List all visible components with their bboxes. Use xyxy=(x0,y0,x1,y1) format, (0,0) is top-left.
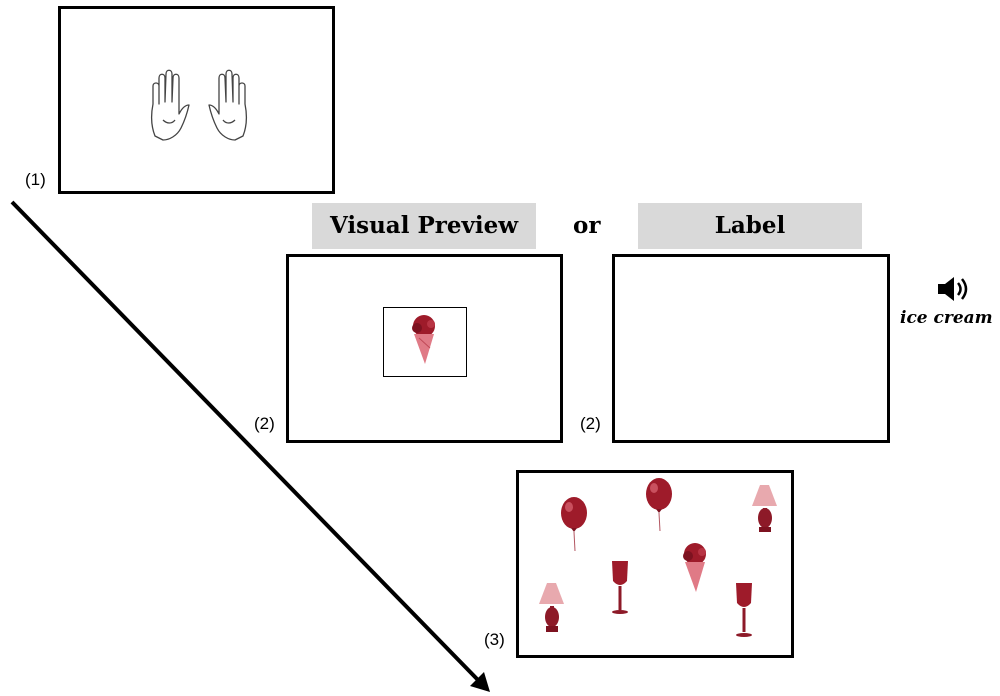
step-label-2b: (2) xyxy=(580,414,601,433)
wine-glass-icon xyxy=(736,583,752,637)
lamp-icon xyxy=(539,583,564,632)
panel-label-blank xyxy=(612,254,890,443)
wine-glass-icon xyxy=(612,561,628,614)
panel-visual-preview xyxy=(286,254,563,443)
condition-header-visual-preview: Visual Preview xyxy=(312,203,536,249)
balloon-icon xyxy=(646,478,672,532)
condition-header-label: Label xyxy=(638,203,862,249)
step-label-1: (1) xyxy=(25,170,46,189)
object-array xyxy=(539,478,777,637)
lamp-icon xyxy=(752,485,777,532)
audio-word: ice cream xyxy=(900,308,993,328)
step-label-2a: (2) xyxy=(254,414,275,433)
condition-connector: or xyxy=(573,212,601,239)
speaker-icon xyxy=(938,277,968,301)
ice-cream-icon xyxy=(412,315,435,364)
balloon-icon xyxy=(561,497,587,552)
hands-icon xyxy=(151,69,247,141)
panel-fixation-hands xyxy=(58,6,335,194)
preview-frame xyxy=(383,307,467,377)
step-label-3: (3) xyxy=(484,630,505,649)
ice-cream-icon xyxy=(683,543,706,592)
panel-search-array xyxy=(516,470,794,658)
